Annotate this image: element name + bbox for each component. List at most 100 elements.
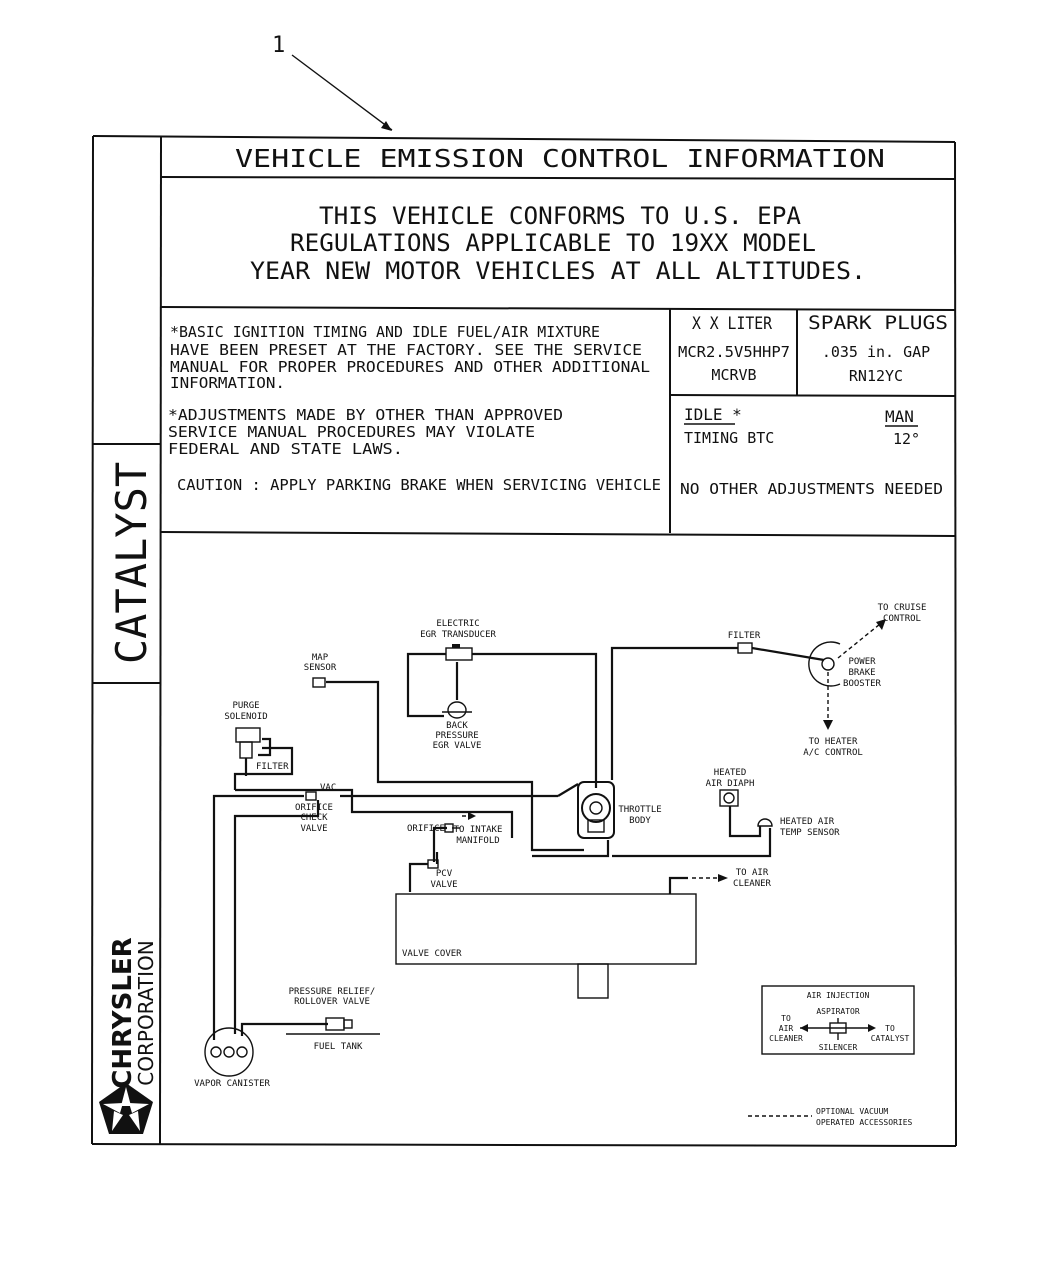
diagram-labels: TO CRUISE CONTROL FILTER POWER BRAKE BOO… [194, 603, 926, 1089]
brand-sub-label: CORPORATION [134, 940, 158, 1085]
orifice-icon [444, 823, 454, 833]
pcv-valve-icon [427, 859, 439, 869]
rollover-valve-icon [325, 1017, 353, 1031]
throttle-body-icon [577, 781, 615, 839]
vacuum-hoses [212, 646, 825, 1040]
to-cruise-2: CONTROL [883, 614, 921, 624]
to-intake-1: TO INTAKE [454, 825, 503, 835]
filter-icon [737, 642, 753, 654]
idle-trans: MAN [885, 407, 914, 426]
timing-value: 12° [893, 430, 920, 448]
brand-label: CHRYSLER [108, 937, 138, 1088]
power-brake-booster-icon [808, 641, 841, 687]
heated-air-diaph-icon [719, 789, 739, 807]
back-pressure-3: EGR VALVE [433, 741, 482, 751]
purge-solenoid-icon [235, 727, 261, 759]
to-air-cleaner-2: CLEANER [733, 879, 772, 889]
heated-air-sensor-1: HEATED AIR [780, 817, 835, 827]
basic-line-3: MANUAL FOR PROPER PROCEDURES AND OTHER A… [170, 358, 650, 376]
optional-vacuum-lines [462, 619, 886, 882]
filter-top-label: FILTER [728, 631, 761, 641]
power-brake-2: BRAKE [848, 668, 875, 678]
catalyst-label: CATALYST [107, 462, 156, 664]
to-air-cleaner-inset-3: CLEANER [769, 1034, 803, 1043]
to-heater-2: A/C CONTROL [803, 748, 863, 758]
to-cruise-1: TO CRUISE [878, 603, 927, 613]
power-brake-3: BOOSTER [843, 679, 882, 689]
back-pressure-1: BACK [446, 721, 468, 731]
vapor-canister-label: VAPOR CANISTER [194, 1079, 270, 1089]
pressure-relief-2: ROLLOVER VALVE [294, 997, 370, 1007]
silencer-label: SILENCER [819, 1043, 858, 1052]
check-valve-icon [305, 791, 317, 801]
spark-plugs-title: SPARK PLUGS [808, 312, 948, 334]
notes-adjust: *ADJUSTMENTS MADE BY OTHER THAN APPROVED… [168, 406, 563, 458]
adjust-line-2: SERVICE MANUAL PROCEDURES MAY VIOLATE [168, 423, 535, 441]
conformity-line-3: YEAR NEW MOTOR VEHICLES AT ALL ALTITUDES… [250, 257, 866, 285]
purge-solenoid-2: SOLENOID [224, 712, 267, 722]
idle-info: IDLE * MAN TIMING BTC 12° NO OTHER ADJUS… [680, 405, 943, 498]
egr-transducer-icon [445, 644, 473, 661]
to-intake-2: MANIFOLD [456, 836, 499, 846]
power-brake-1: POWER [848, 657, 876, 667]
map-sensor-2: SENSOR [304, 663, 337, 673]
info-grid-lines [160, 308, 956, 537]
throttle-body-1: THROTTLE [618, 805, 661, 815]
side-panel: CATALYST CHRYSLER CORPORATION [92, 443, 160, 1134]
orifice-check-2: CHECK [300, 813, 328, 823]
egr-transducer-2: EGR TRANSDUCER [420, 630, 496, 640]
to-air-cleaner-1: TO AIR [736, 868, 769, 878]
legend-line-2: OPERATED ACCESSORIES [816, 1118, 913, 1127]
idle-header: IDLE * [684, 405, 742, 424]
aspirator-label: ASPIRATOR [816, 1007, 860, 1016]
timing-label: TIMING BTC [684, 429, 774, 447]
engine-family: MCR2.5V5HHP7 [678, 343, 790, 361]
valve-cover-icon [395, 893, 697, 999]
spark-plug-type: RN12YC [849, 367, 903, 385]
basic-line-4: INFORMATION. [170, 374, 285, 392]
vac-label: VAC [320, 783, 336, 793]
map-sensor-icon [312, 677, 326, 688]
caution-note: CAUTION : APPLY PARKING BRAKE WHEN SERVI… [177, 476, 661, 494]
orifice-check-1: ORIFICE [295, 803, 333, 813]
engine-info: X X LITER MCR2.5V5HHP7 MCRVB [678, 314, 790, 384]
engine-code: MCRVB [711, 366, 756, 384]
pcv-valve-2: VALVE [430, 880, 457, 890]
orifice-label: ORIFICE [407, 824, 445, 834]
air-injection-title: AIR INJECTION [807, 991, 870, 1000]
egr-valve-icon [442, 701, 472, 719]
no-adjust-note: NO OTHER ADJUSTMENTS NEEDED [680, 480, 943, 498]
label-title: VEHICLE EMISSION CONTROL INFORMATION [235, 144, 885, 173]
conformity-line-1: THIS VEHICLE CONFORMS TO U.S. EPA [319, 202, 802, 230]
engine-liter: X X LITER [692, 314, 773, 334]
heated-air-diaph-2: AIR DIAPH [706, 779, 755, 789]
conformity-line-2: REGULATIONS APPLICABLE TO 19XX MODEL [290, 229, 816, 257]
to-air-cleaner-inset-1: TO [781, 1014, 791, 1023]
callout-number: 1 [272, 33, 285, 58]
adjust-line-3: FEDERAL AND STATE LAWS. [168, 440, 403, 458]
to-heater-1: TO HEATER [809, 737, 858, 747]
back-pressure-2: PRESSURE [435, 731, 478, 741]
to-air-cleaner-inset-2: AIR [779, 1024, 794, 1033]
pressure-relief-1: PRESSURE RELIEF/ [289, 987, 376, 997]
label-frame [91, 135, 957, 1147]
throttle-body-2: BODY [629, 816, 651, 826]
map-sensor-1: MAP [312, 653, 329, 663]
optional-vacuum-legend: OPTIONAL VACUUM OPERATED ACCESSORIES [748, 1107, 913, 1127]
callout-leader [291, 54, 393, 131]
pcv-valve-1: PCV [436, 869, 453, 879]
legend-line-1: OPTIONAL VACUUM [816, 1107, 888, 1116]
valve-cover-label: VALVE COVER [402, 949, 462, 959]
egr-transducer-1: ELECTRIC [436, 619, 479, 629]
adjust-line-1: *ADJUSTMENTS MADE BY OTHER THAN APPROVED [168, 406, 563, 424]
notes-basic: *BASIC IGNITION TIMING AND IDLE FUEL/AIR… [170, 323, 650, 392]
vapor-canister-icon [204, 1027, 254, 1077]
purge-solenoid-1: PURGE [232, 701, 259, 711]
air-injection-inset: AIR INJECTION ASPIRATOR TO AIR CLEANER S… [761, 985, 915, 1055]
orifice-check-3: VALVE [300, 824, 327, 834]
title-divider [160, 176, 956, 180]
pentastar-icon [99, 1083, 153, 1134]
conformity-statement: THIS VEHICLE CONFORMS TO U.S. EPA REGULA… [250, 202, 866, 285]
conformity-divider [160, 306, 956, 311]
